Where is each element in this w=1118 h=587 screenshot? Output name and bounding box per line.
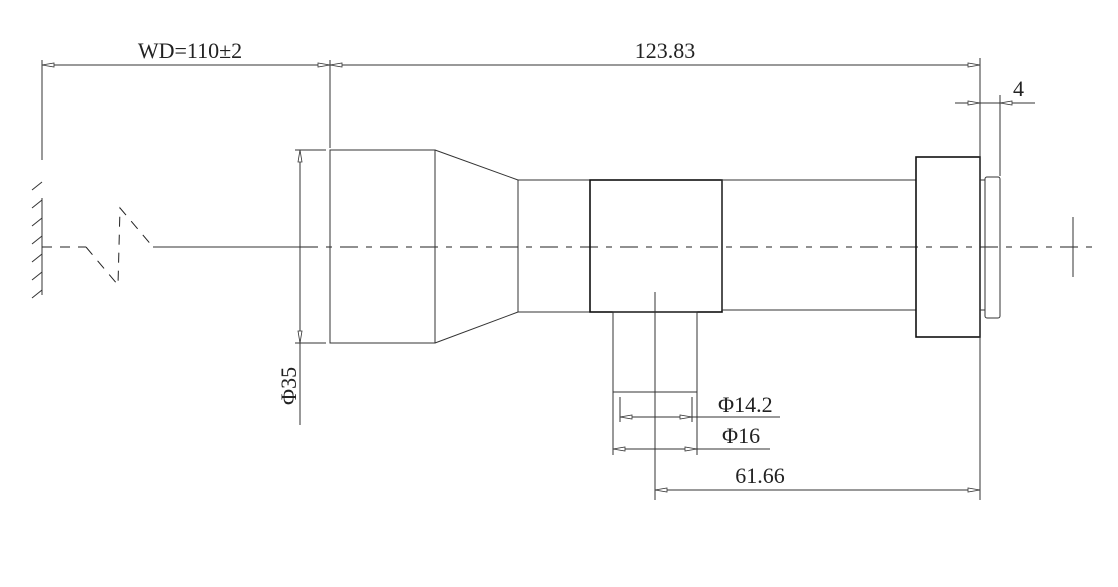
wd-label: WD=110±2 xyxy=(138,38,242,63)
front-diameter-label: Φ35 xyxy=(276,367,301,405)
object-plane xyxy=(31,60,43,299)
break-symbol xyxy=(42,206,300,287)
mount-offset-label: 4 xyxy=(1013,76,1024,101)
dimension-top: WD=110±2 123.83 xyxy=(41,38,981,500)
total-length-label: 123.83 xyxy=(635,38,696,63)
port-position-label: 61.66 xyxy=(735,463,785,488)
dimension-mount: 4 xyxy=(955,76,1035,176)
port-outer-diameter-label: Φ16 xyxy=(722,423,760,448)
port-inner-diameter-label: Φ14.2 xyxy=(718,392,773,417)
dimension-port-position: 61.66 xyxy=(654,463,981,493)
dimension-front-diameter: Φ35 xyxy=(276,149,326,425)
dimension-port-diameters: Φ14.2 Φ16 xyxy=(612,392,780,455)
side-port xyxy=(612,292,698,500)
